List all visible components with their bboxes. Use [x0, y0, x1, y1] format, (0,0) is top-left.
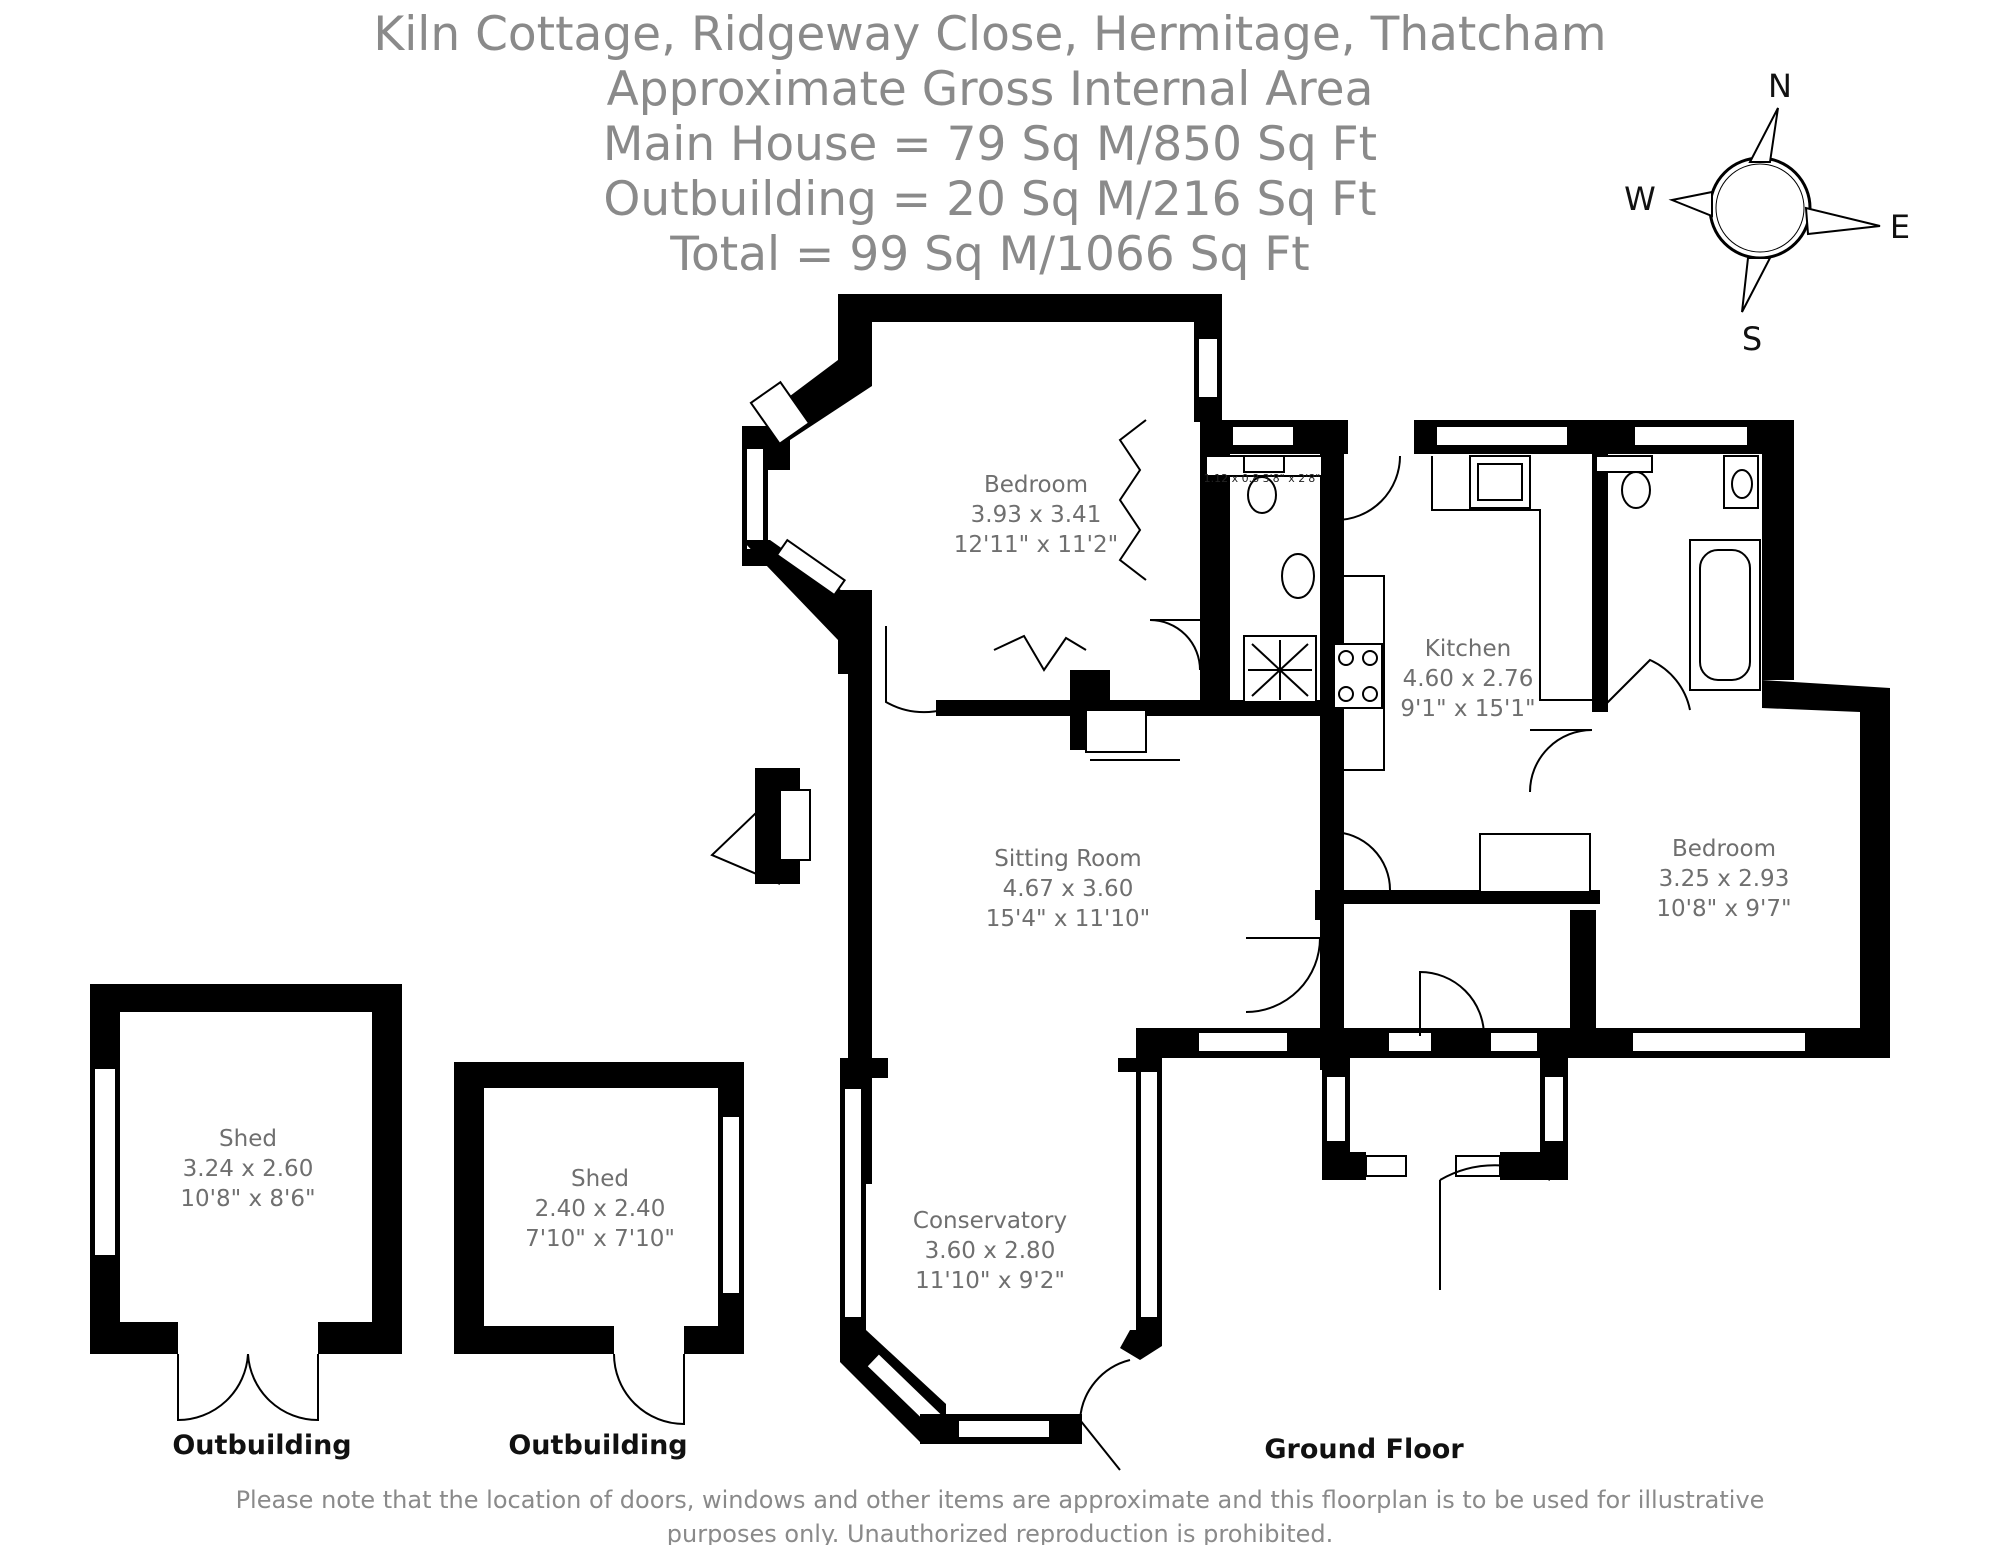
room-sitting-room: Sitting Room 4.67 x 3.60 15'4" x 11'10" — [986, 846, 1150, 932]
room-imperial: 9'1" x 15'1" — [1400, 696, 1535, 722]
door-swings — [885, 419, 1691, 1471]
room-imperial: 11'10" x 9'2" — [915, 1268, 1065, 1294]
outbuilding-label-2: Outbuilding — [508, 1430, 687, 1461]
room-bedroom-2: Bedroom 3.25 x 2.93 10'8" x 9'7" — [1656, 836, 1791, 922]
room-metric: 4.60 x 2.76 — [1403, 666, 1534, 692]
room-name: Kitchen — [1425, 636, 1511, 662]
room-imperial: 15'4" x 11'10" — [986, 906, 1150, 932]
main-house-area: Main House = 79 Sq M/850 Sq Ft — [603, 117, 1377, 172]
room-kitchen: Kitchen 4.60 x 2.76 9'1" x 15'1" — [1400, 636, 1535, 722]
wc-dimensions: 1.12 x 0.8 3'8" x 2'8" — [1204, 472, 1321, 485]
room-imperial: 7'10" x 7'10" — [525, 1226, 675, 1252]
floor-names: Outbuilding Outbuilding Ground Floor — [172, 1430, 1464, 1465]
ground-floor-label: Ground Floor — [1264, 1434, 1464, 1465]
compass-south: S — [1742, 320, 1762, 358]
outbuilding-label-1: Outbuilding — [172, 1430, 351, 1461]
main-house-walls — [710, 294, 1890, 1444]
total-area: Total = 99 Sq M/1066 Sq Ft — [669, 227, 1309, 282]
room-imperial: 10'8" x 9'7" — [1656, 896, 1791, 922]
compass-north: N — [1768, 67, 1792, 105]
room-name: Shed — [571, 1166, 629, 1192]
room-shed-2: Shed 2.40 x 2.40 7'10" x 7'10" — [525, 1166, 675, 1252]
compass-west: W — [1624, 180, 1656, 218]
header: Kiln Cottage, Ridgeway Close, Hermitage,… — [373, 7, 1606, 282]
room-imperial: 12'11" x 11'2" — [954, 532, 1118, 558]
room-bedroom-1: Bedroom 3.93 x 3.41 12'11" x 11'2" — [954, 472, 1118, 558]
disclaimer-line-1: Please note that the location of doors, … — [236, 1486, 1765, 1514]
room-name: Conservatory — [913, 1208, 1067, 1234]
room-shed-1: Shed 3.24 x 2.60 10'8" x 8'6" — [180, 1126, 315, 1212]
disclaimer-line-2: purposes only. Unauthorized reproduction… — [667, 1520, 1333, 1545]
shed-2 — [454, 1062, 744, 1426]
room-metric: 3.60 x 2.80 — [925, 1238, 1056, 1264]
room-metric: 3.25 x 2.93 — [1659, 866, 1790, 892]
room-name: Bedroom — [984, 472, 1088, 498]
compass-icon: N E S W — [1624, 67, 1910, 358]
room-imperial: 10'8" x 8'6" — [180, 1186, 315, 1212]
room-metric: 3.93 x 3.41 — [971, 502, 1102, 528]
room-metric: 3.24 x 2.60 — [183, 1156, 314, 1182]
compass-east: E — [1890, 208, 1910, 246]
disclaimer: Please note that the location of doors, … — [236, 1486, 1765, 1545]
room-labels: Bedroom 3.93 x 3.41 12'11" x 11'2" Kitch… — [180, 472, 1791, 1294]
room-metric: 2.40 x 2.40 — [535, 1196, 666, 1222]
room-name: Shed — [219, 1126, 277, 1152]
shed-1 — [90, 984, 402, 1422]
room-conservatory: Conservatory 3.60 x 2.80 11'10" x 9'2" — [913, 1208, 1067, 1294]
room-name: Bedroom — [1672, 836, 1776, 862]
room-name: Sitting Room — [994, 846, 1141, 872]
area-title: Approximate Gross Internal Area — [607, 62, 1374, 117]
property-address: Kiln Cottage, Ridgeway Close, Hermitage,… — [373, 7, 1606, 62]
fixtures: 1.12 x 0.8 3'8" x 2'8" — [1204, 455, 1761, 893]
room-metric: 4.67 x 3.60 — [1003, 876, 1134, 902]
outbuilding-area: Outbuilding = 20 Sq M/216 Sq Ft — [603, 172, 1376, 227]
